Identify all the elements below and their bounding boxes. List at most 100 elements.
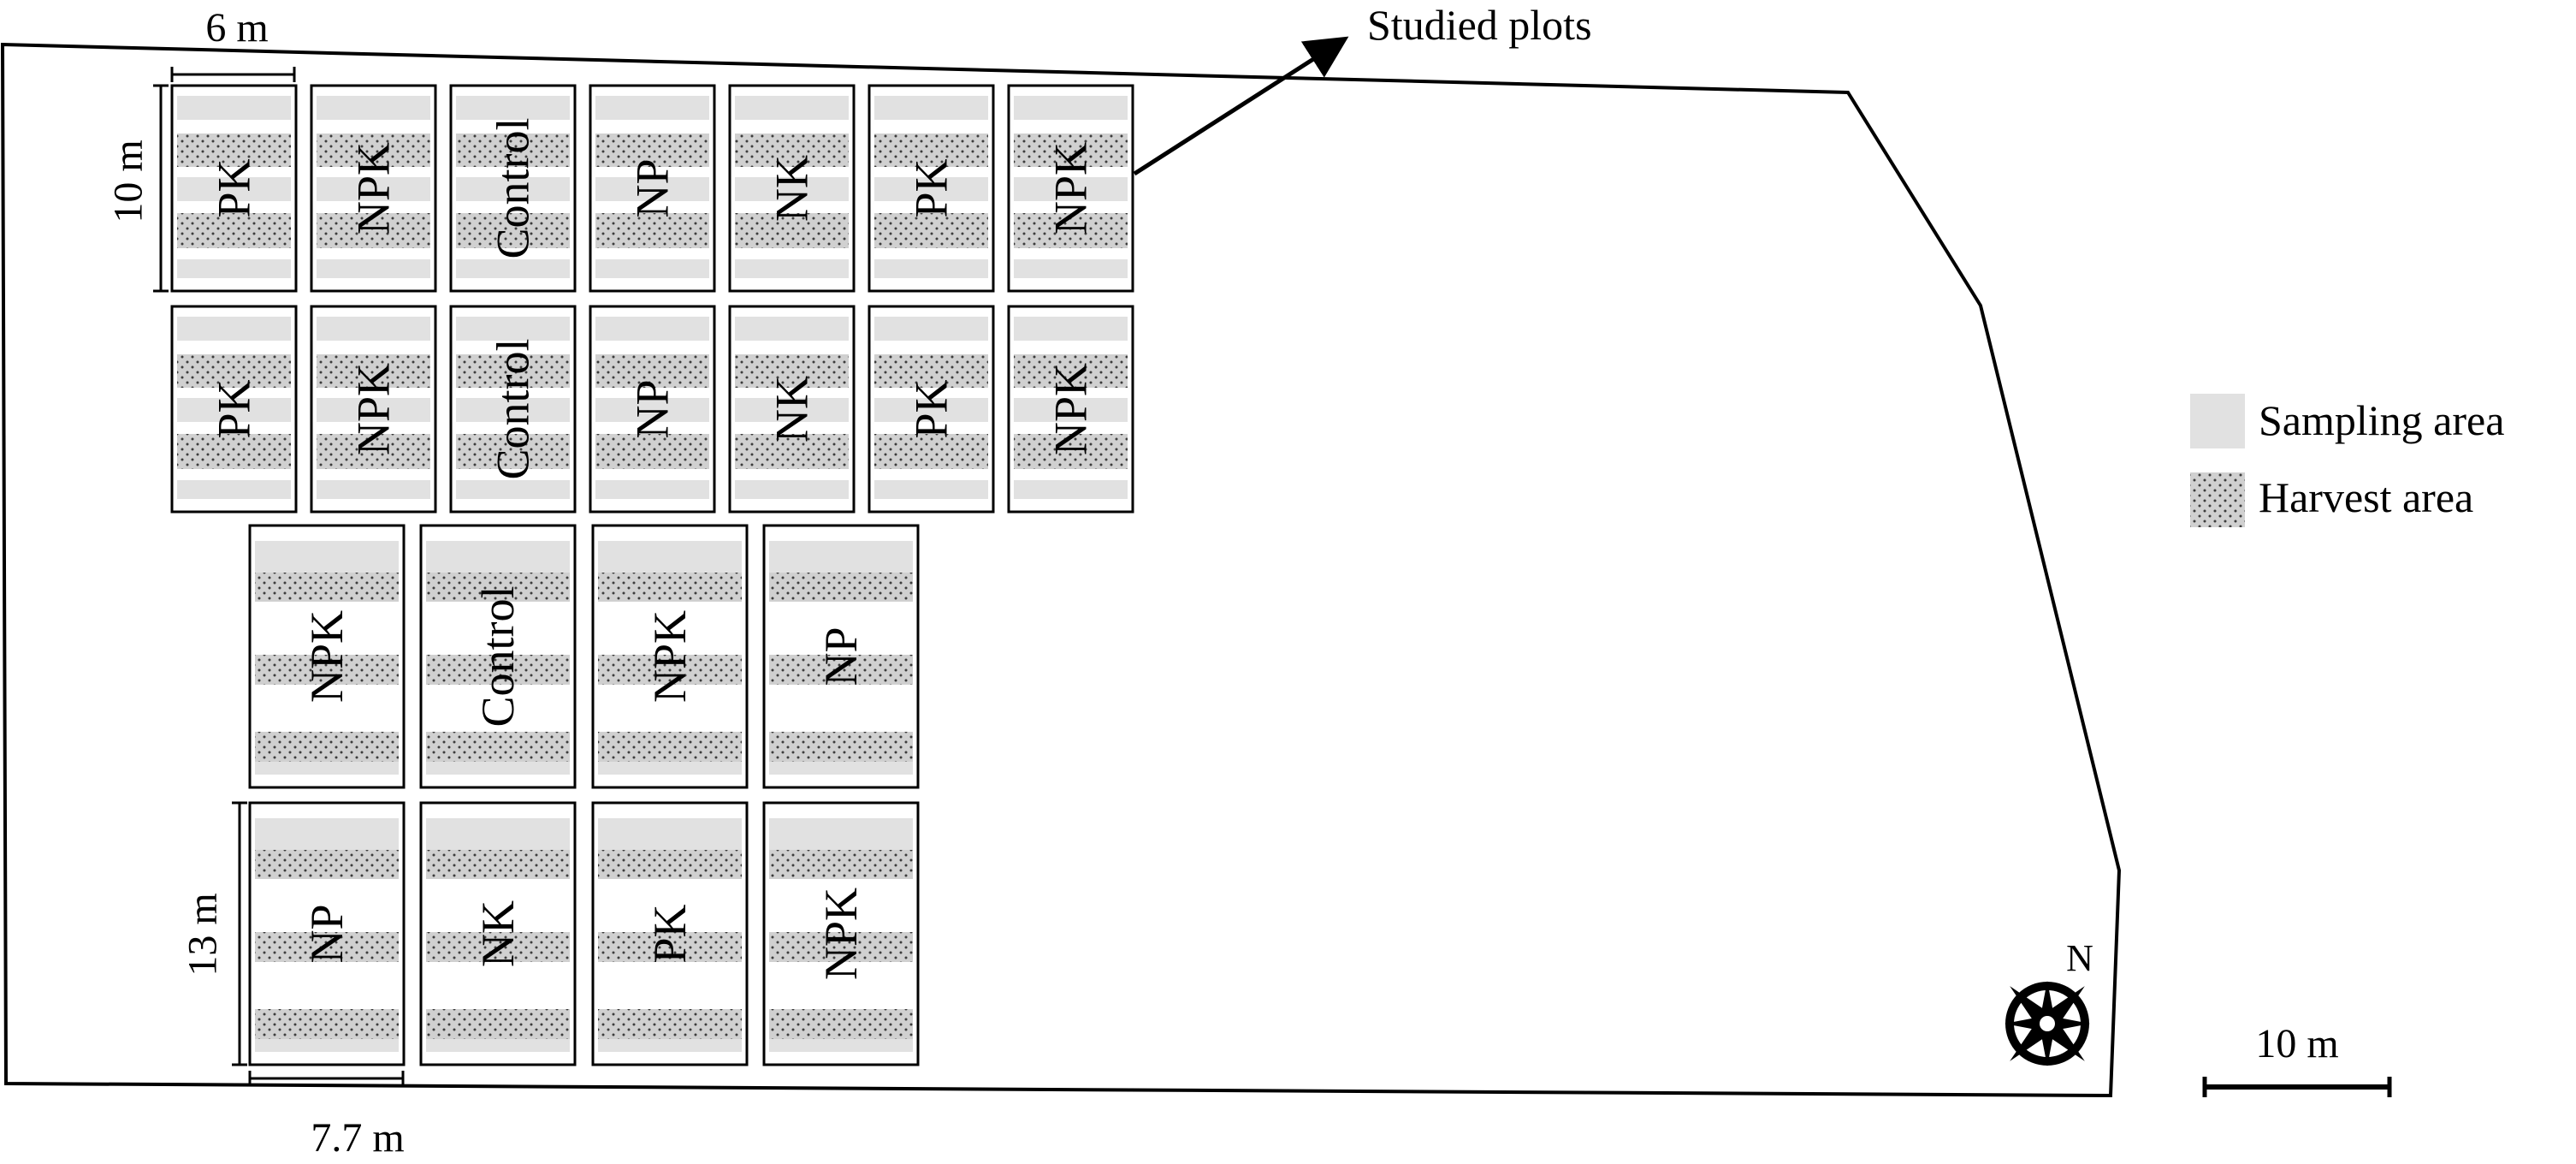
plot-border — [868, 84, 995, 293]
harvest-area-stripe — [426, 850, 570, 879]
sampling-area-stripe — [735, 398, 849, 422]
plot-treatment-label: NPK — [815, 888, 867, 980]
plot-1-4: NP — [589, 84, 716, 293]
harvest-area-stripe — [426, 1009, 570, 1039]
plot-border — [170, 84, 298, 293]
plot-4-1: NP — [248, 801, 406, 1066]
harvest-area-stripe — [317, 134, 430, 167]
large-width-dimension — [248, 1071, 405, 1086]
large-length-dimension — [232, 801, 247, 1066]
harvest-area-stripe — [426, 573, 570, 602]
harvest-area-stripe — [456, 134, 570, 167]
harvest-area-stripe — [426, 655, 570, 685]
sampling-area-stripe — [1014, 398, 1128, 422]
plot-treatment-label: Control — [488, 117, 539, 258]
sampling-area-stripe — [255, 818, 399, 850]
harvest-area-stripe — [456, 213, 570, 248]
harvest-area-stripe — [1014, 354, 1128, 388]
plot-border — [762, 524, 920, 789]
harvest-area-stripe — [595, 213, 709, 248]
plot-treatment-label: Control — [472, 585, 524, 727]
sampling-area-stripe — [456, 259, 570, 278]
sampling-area-stripe — [874, 398, 988, 422]
harvest-area-stripe — [874, 134, 988, 167]
sampling-area-stripe — [735, 480, 849, 499]
legend-harvest-label: Harvest area — [2259, 473, 2473, 521]
harvest-area-stripe — [177, 134, 291, 167]
plot-border — [310, 305, 437, 514]
harvest-area-stripe — [598, 1009, 742, 1039]
studied-plots-label: Studied plots — [1367, 1, 1592, 49]
harvest-area-stripe — [595, 134, 709, 167]
large-length-label: 13 m — [181, 893, 226, 976]
sampling-area-stripe — [874, 177, 988, 201]
harvest-area-stripe — [255, 732, 399, 762]
plot-2-1: PK — [170, 305, 298, 514]
plot-border — [248, 524, 406, 789]
plot-3-2: Control — [419, 524, 577, 789]
sampling-area-stripe — [595, 177, 709, 201]
harvest-area-stripe — [874, 354, 988, 388]
plot-4-2: NK — [419, 801, 577, 1066]
plot-treatment-label: NK — [472, 900, 524, 967]
harvest-area-stripe — [1014, 134, 1128, 167]
sampling-area-stripe — [595, 480, 709, 499]
sampling-area-stripe — [177, 259, 291, 278]
plot-treatment-label: PK — [644, 904, 696, 963]
plot-border — [170, 305, 298, 514]
sampling-area-stripe — [769, 818, 913, 850]
plot-3-1: NPK — [248, 524, 406, 789]
sampling-area-stripe — [735, 259, 849, 278]
plot-1-1: PK — [170, 84, 298, 293]
sampling-area-stripe — [595, 96, 709, 120]
harvest-area-stripe — [874, 434, 988, 469]
legend-sampling-swatch — [2190, 394, 2245, 448]
plot-treatment-label: NPK — [644, 610, 696, 703]
plot-treatment-label: NPK — [348, 363, 400, 455]
legend-sampling-label: Sampling area — [2259, 396, 2504, 444]
sampling-area-stripe — [735, 177, 849, 201]
harvest-area-stripe — [735, 354, 849, 388]
plot-treatment-label: NP — [301, 904, 352, 963]
studied-plots-arrow — [1133, 36, 1349, 176]
harvest-area-stripe — [255, 655, 399, 685]
harvest-area-stripe — [769, 1009, 913, 1039]
sampling-area-stripe — [456, 480, 570, 499]
harvest-area-stripe — [426, 932, 570, 962]
harvest-area-stripe — [598, 655, 742, 685]
harvest-area-stripe — [735, 213, 849, 248]
plot-2-2: NPK — [310, 305, 437, 514]
plot-treatment-label: PK — [906, 379, 957, 438]
sampling-area-stripe — [735, 96, 849, 120]
harvest-area-stripe — [456, 354, 570, 388]
plot-treatment-label: NP — [627, 158, 678, 217]
harvest-area-stripe — [595, 354, 709, 388]
plot-border — [591, 801, 749, 1066]
plot-4-3: PK — [591, 801, 749, 1066]
plot-1-7: NPK — [1007, 84, 1134, 293]
small-width-dimension — [170, 67, 296, 82]
sampling-area-stripe — [177, 480, 291, 499]
scale-bar — [2202, 1077, 2392, 1097]
plot-border — [762, 801, 920, 1066]
harvest-area-stripe — [769, 732, 913, 762]
harvest-area-stripe — [177, 434, 291, 469]
sampling-area-stripe — [317, 480, 430, 499]
plot-border — [419, 801, 577, 1066]
plot-treatment-label: PK — [209, 158, 260, 217]
harvest-area-stripe — [255, 850, 399, 879]
harvest-area-stripe — [317, 354, 430, 388]
plot-treatment-label: Control — [488, 338, 539, 479]
plot-border — [449, 305, 577, 514]
plot-treatment-label: NPK — [301, 610, 352, 703]
field-boundary — [0, 42, 2122, 1098]
sampling-area-stripe — [456, 177, 570, 201]
plot-border — [1007, 305, 1134, 514]
sampling-area-stripe — [874, 96, 988, 120]
sampling-area-stripe — [255, 541, 399, 573]
scale-bar-label: 10 m — [2255, 1021, 2338, 1066]
plot-border — [310, 84, 437, 293]
plot-treatment-label: NPK — [348, 142, 400, 235]
sampling-area-stripe — [874, 317, 988, 341]
